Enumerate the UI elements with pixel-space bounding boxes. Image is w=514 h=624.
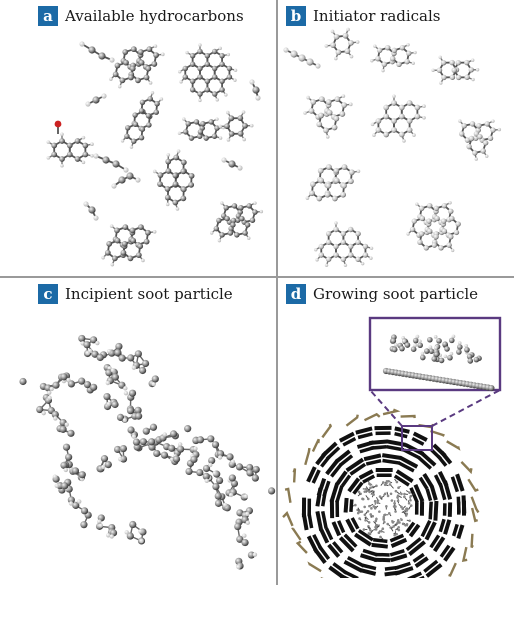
molecule-benzene	[218, 110, 254, 142]
panel-b: b Initiator radicals	[278, 0, 514, 275]
molecule-light-pah	[209, 201, 264, 243]
radical-acenaphthyl	[303, 94, 353, 139]
molecule-pyrene	[109, 44, 165, 89]
radical-coronenyl	[406, 201, 461, 253]
particle-disordered-core	[352, 478, 415, 541]
molecule-chrysene	[101, 224, 157, 267]
incipient-particle-cluster	[19, 334, 276, 570]
molecule-small-chain	[83, 201, 99, 221]
panel-b-title-text: Initiator radicals	[313, 7, 441, 25]
radical-phenalenyl	[458, 119, 502, 161]
panel-c: c Incipient soot particle	[0, 278, 276, 578]
molecule-naphthalene	[177, 117, 226, 141]
oxygen-atom	[54, 120, 62, 128]
panel-c-title: c Incipient soot particle	[38, 284, 233, 304]
molecule-vinyl-chain	[93, 153, 129, 173]
hydrocarbon-molecules-illustration	[46, 41, 264, 267]
radical-chain	[283, 47, 321, 69]
molecule-ethynyl	[79, 41, 115, 63]
incipient-particle-illustration	[19, 334, 276, 570]
vertical-divider	[276, 0, 278, 585]
radical-benzopyrenyl	[305, 164, 361, 202]
molecule-coronene	[178, 43, 238, 103]
panel-d: d Growing soot particle	[278, 278, 514, 578]
panel-a-title: a Available hydrocarbons	[38, 6, 244, 26]
molecule-acetylene	[85, 93, 107, 107]
panel-d-title-text: Growing soot particle	[313, 285, 479, 303]
panel-a-title-text: Available hydrocarbons	[65, 7, 244, 25]
molecule-chain-right	[221, 157, 243, 171]
panel-c-title-text: Incipient soot particle	[65, 285, 233, 303]
radical-phenyl	[324, 27, 360, 61]
molecule-ethylene	[249, 79, 261, 101]
inset-molecular-layers	[382, 334, 495, 392]
radical-naphthyl	[370, 43, 417, 73]
radical-naphthyl-2	[431, 55, 480, 85]
panel-a-badge: a	[38, 6, 58, 26]
panel-a: a Available hydrocarbons	[0, 0, 276, 275]
molecule-benzopyrene	[152, 149, 195, 211]
growing-particle-illustration	[282, 316, 502, 578]
radical-molecules-illustration	[283, 27, 502, 267]
panel-d-title: d Growing soot particle	[286, 284, 478, 304]
radical-large-1	[314, 221, 374, 267]
particle-outer-shell	[282, 408, 480, 578]
molecule-propargyl	[111, 172, 141, 189]
molecule-naphthol	[46, 132, 94, 168]
panel-d-badge: d	[286, 284, 306, 304]
inset-callout-box	[401, 425, 433, 451]
panel-c-badge: c	[38, 284, 58, 304]
horizontal-divider	[0, 276, 514, 278]
inset-dash-right	[431, 389, 501, 427]
radical-pyrenyl	[370, 94, 426, 143]
particle-graphitic-layers	[301, 425, 467, 578]
panel-b-badge: b	[286, 6, 306, 26]
inset-dash-left	[369, 389, 403, 427]
panel-b-title: b Initiator radicals	[286, 6, 441, 26]
molecule-anthracene	[120, 91, 164, 149]
